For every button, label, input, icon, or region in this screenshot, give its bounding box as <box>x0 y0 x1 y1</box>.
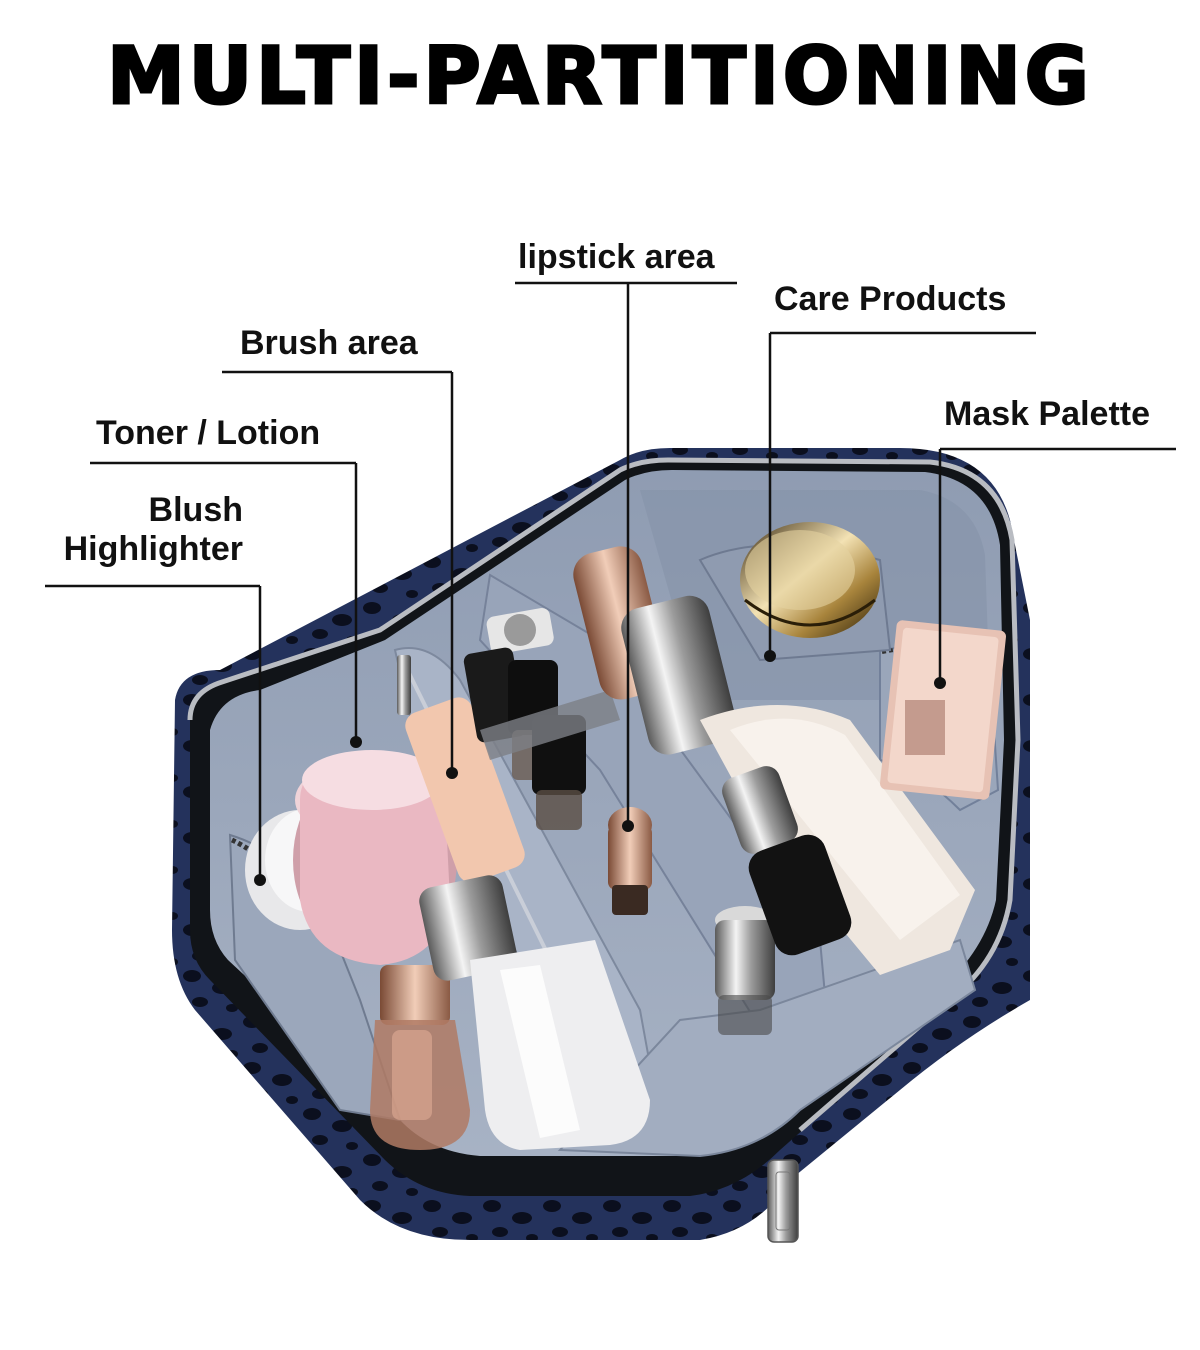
callout-dots <box>254 650 946 886</box>
callout-dot-brush <box>446 767 458 779</box>
callout-dot-care <box>764 650 776 662</box>
tall-chrome-bottle <box>573 546 737 755</box>
callout-dot-mask <box>934 677 946 689</box>
zipper-pull <box>767 1159 799 1243</box>
mask-palette <box>880 620 1006 800</box>
label-toner-lotion: Toner / Lotion <box>96 414 321 452</box>
label-brush-area: Brush area <box>240 324 418 362</box>
label-blush-highlighter: Blush Highlighter <box>40 491 243 569</box>
dropper-bottle <box>370 965 470 1150</box>
callout-dot-toner <box>350 736 362 748</box>
title: MULTI-PARTITIONING <box>106 32 1093 122</box>
pump-bottle <box>419 875 650 1150</box>
gold-jar <box>740 522 880 638</box>
mascara <box>722 766 852 956</box>
label-highlighter: Highlighter <box>63 530 243 569</box>
label-lipstick-area: lipstick area <box>518 238 715 276</box>
pink-jar <box>293 750 457 965</box>
products <box>245 522 1006 1150</box>
label-care-products: Care Products <box>774 280 1007 318</box>
callout-dot-lipstick <box>622 820 634 832</box>
silver-bottle <box>715 906 775 1035</box>
label-blush: Blush <box>148 491 243 529</box>
label-mask-palette: Mask Palette <box>944 395 1150 433</box>
callout-lines <box>45 281 1176 880</box>
callout-dot-blush <box>254 874 266 886</box>
